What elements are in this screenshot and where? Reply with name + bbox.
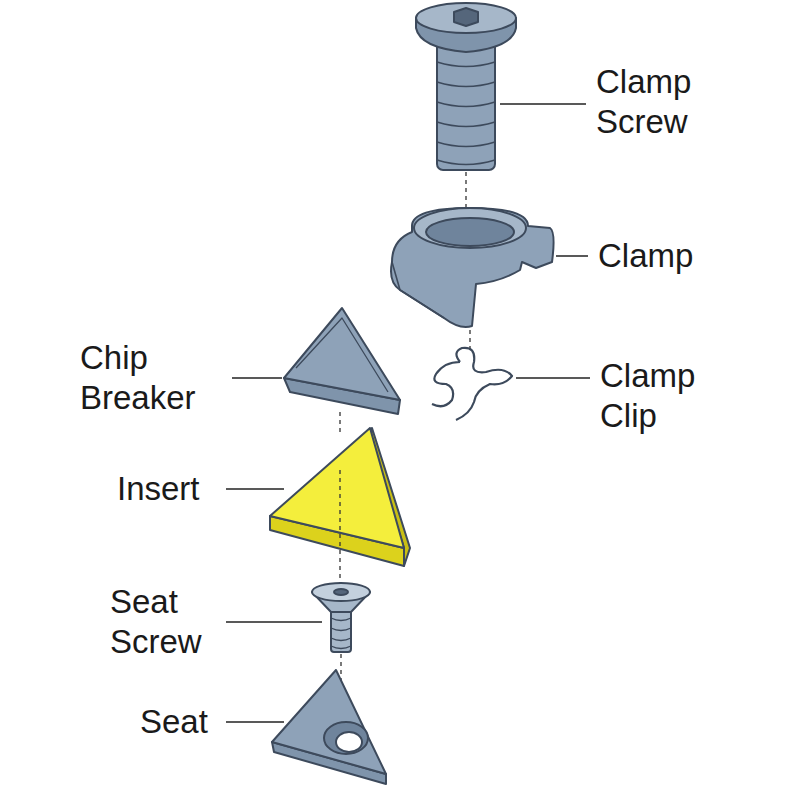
part-label: Clamp Screw xyxy=(596,62,736,141)
part-label: Clamp Clip xyxy=(600,356,722,435)
seat-drawing xyxy=(272,670,386,784)
part-label: Seat Screw xyxy=(110,582,236,661)
part-label: Seat xyxy=(140,702,208,742)
leader-lines xyxy=(226,104,590,722)
clamp-drawing xyxy=(391,208,554,327)
chip-breaker-drawing xyxy=(284,308,400,414)
seat-screw-drawing xyxy=(312,583,370,652)
part-label: Chip Breaker xyxy=(80,338,230,417)
part-label: Clamp xyxy=(598,236,693,276)
part-label: Insert xyxy=(117,469,200,509)
clamp-clip-drawing xyxy=(432,348,512,420)
clamp-screw-drawing xyxy=(416,3,516,170)
